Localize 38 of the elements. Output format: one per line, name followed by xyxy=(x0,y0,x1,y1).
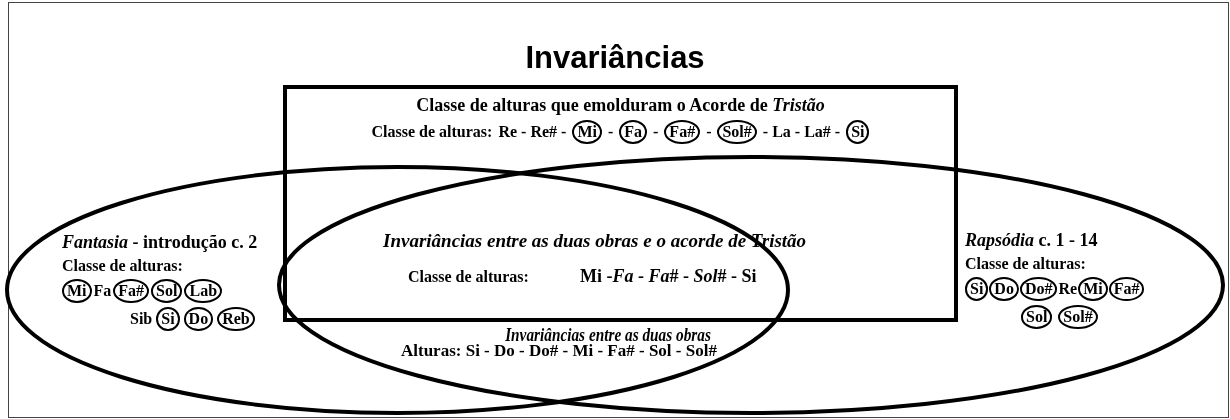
heading-text: Rapsódia c. 1 - 14 xyxy=(965,230,1098,251)
circled-pitch: Mi xyxy=(572,120,602,144)
circled-pitch: Mi xyxy=(62,279,92,303)
title: Invariâncias xyxy=(524,40,706,76)
heading-text: Classe de alturas que emolduram o Acorde de Tristão xyxy=(416,95,825,116)
rectangle-frame xyxy=(283,85,958,322)
pitch-text: Fa xyxy=(93,282,112,300)
circled-pitch: Do# xyxy=(1019,277,1058,301)
pitch-text: Re - Re# - xyxy=(498,123,567,141)
circled-pitch: Sol# xyxy=(717,120,757,144)
circled-pitch: Sol xyxy=(151,279,183,303)
circled-pitch: Si xyxy=(846,120,870,144)
circled-pitch: Fa# xyxy=(113,279,150,303)
pitch-text: - xyxy=(607,123,614,141)
circled-pitch: Mi xyxy=(1078,277,1108,301)
pitch-text: Classe de alturas: xyxy=(965,255,1086,273)
circled-pitch: Fa xyxy=(619,120,648,144)
circled-pitch: Si xyxy=(156,307,180,331)
pitch-text: - xyxy=(653,123,659,141)
pitch-text: Re xyxy=(1058,280,1078,298)
pitch-text: Sib xyxy=(130,310,153,328)
pitch-text: Classe de alturas: xyxy=(62,257,183,275)
circled-pitch: Fa# xyxy=(664,120,701,144)
circled-pitch: Reb xyxy=(217,307,255,331)
circled-pitch: Lab xyxy=(184,279,223,303)
circled-pitch: Si xyxy=(965,277,989,301)
circled-pitch: Fa# xyxy=(1108,277,1145,301)
pitch-text: - xyxy=(706,123,712,141)
heading-text: Fantasia - introdução c. 2 xyxy=(62,232,258,253)
region-label: Classe de alturas: xyxy=(408,268,529,286)
circled-pitch: Do xyxy=(989,277,1019,301)
pitch-text: Classe de alturas: xyxy=(371,123,493,141)
circled-pitch: Sol# xyxy=(1058,305,1098,329)
ellipse-region xyxy=(277,155,1225,415)
circled-pitch: Sol xyxy=(1021,305,1053,329)
pitch-text: - La - La# - xyxy=(762,123,841,141)
circled-pitch: Do xyxy=(183,307,214,331)
region-label: Mi -Fa - Fa# - Sol# - Si xyxy=(580,266,757,287)
